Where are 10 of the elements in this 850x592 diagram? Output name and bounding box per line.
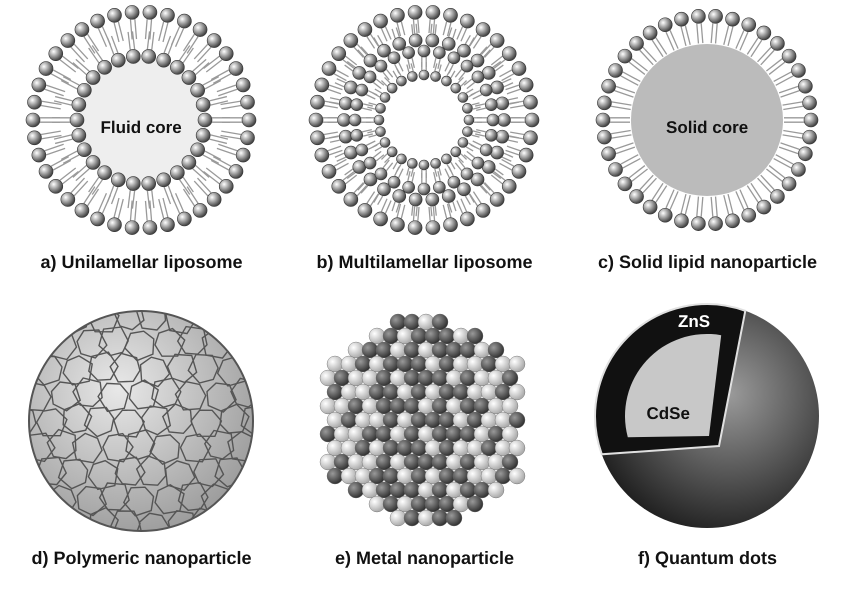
- core-label: ZnS: [678, 312, 710, 332]
- core-label: Solid core: [666, 118, 748, 138]
- panel-caption: b) Multilamellar liposome: [315, 252, 534, 273]
- core-label: Fluid core: [100, 118, 182, 138]
- panel-caption: f) Quantum dots: [637, 548, 778, 569]
- panel-caption: e) Metal nanoparticle: [334, 548, 516, 569]
- panel-caption: d) Polymeric nanoparticle: [30, 548, 253, 569]
- panel-caption: a) Unilamellar liposome: [39, 252, 244, 273]
- panel-caption: c) Solid lipid nanoparticle: [596, 252, 818, 273]
- core-label: CdSe: [646, 404, 690, 424]
